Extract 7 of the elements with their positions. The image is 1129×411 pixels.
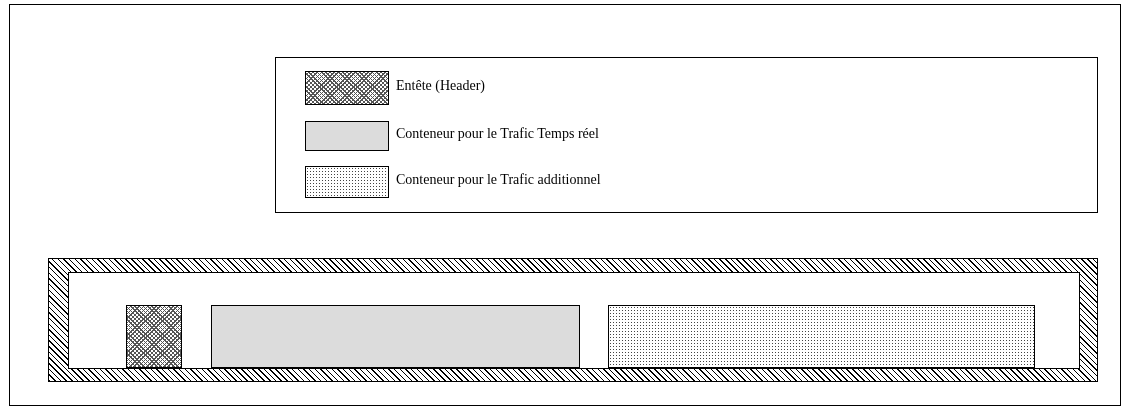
legend-label: Conteneur pour le Trafic Temps réel [396,126,599,142]
legend-label: Conteneur pour le Trafic additionnel [396,172,601,188]
header-block [126,305,182,368]
legend-label: Entête (Header) [396,78,485,94]
hatched-frame [48,258,1098,382]
additional-container [608,305,1035,368]
realtime-container [211,305,580,368]
